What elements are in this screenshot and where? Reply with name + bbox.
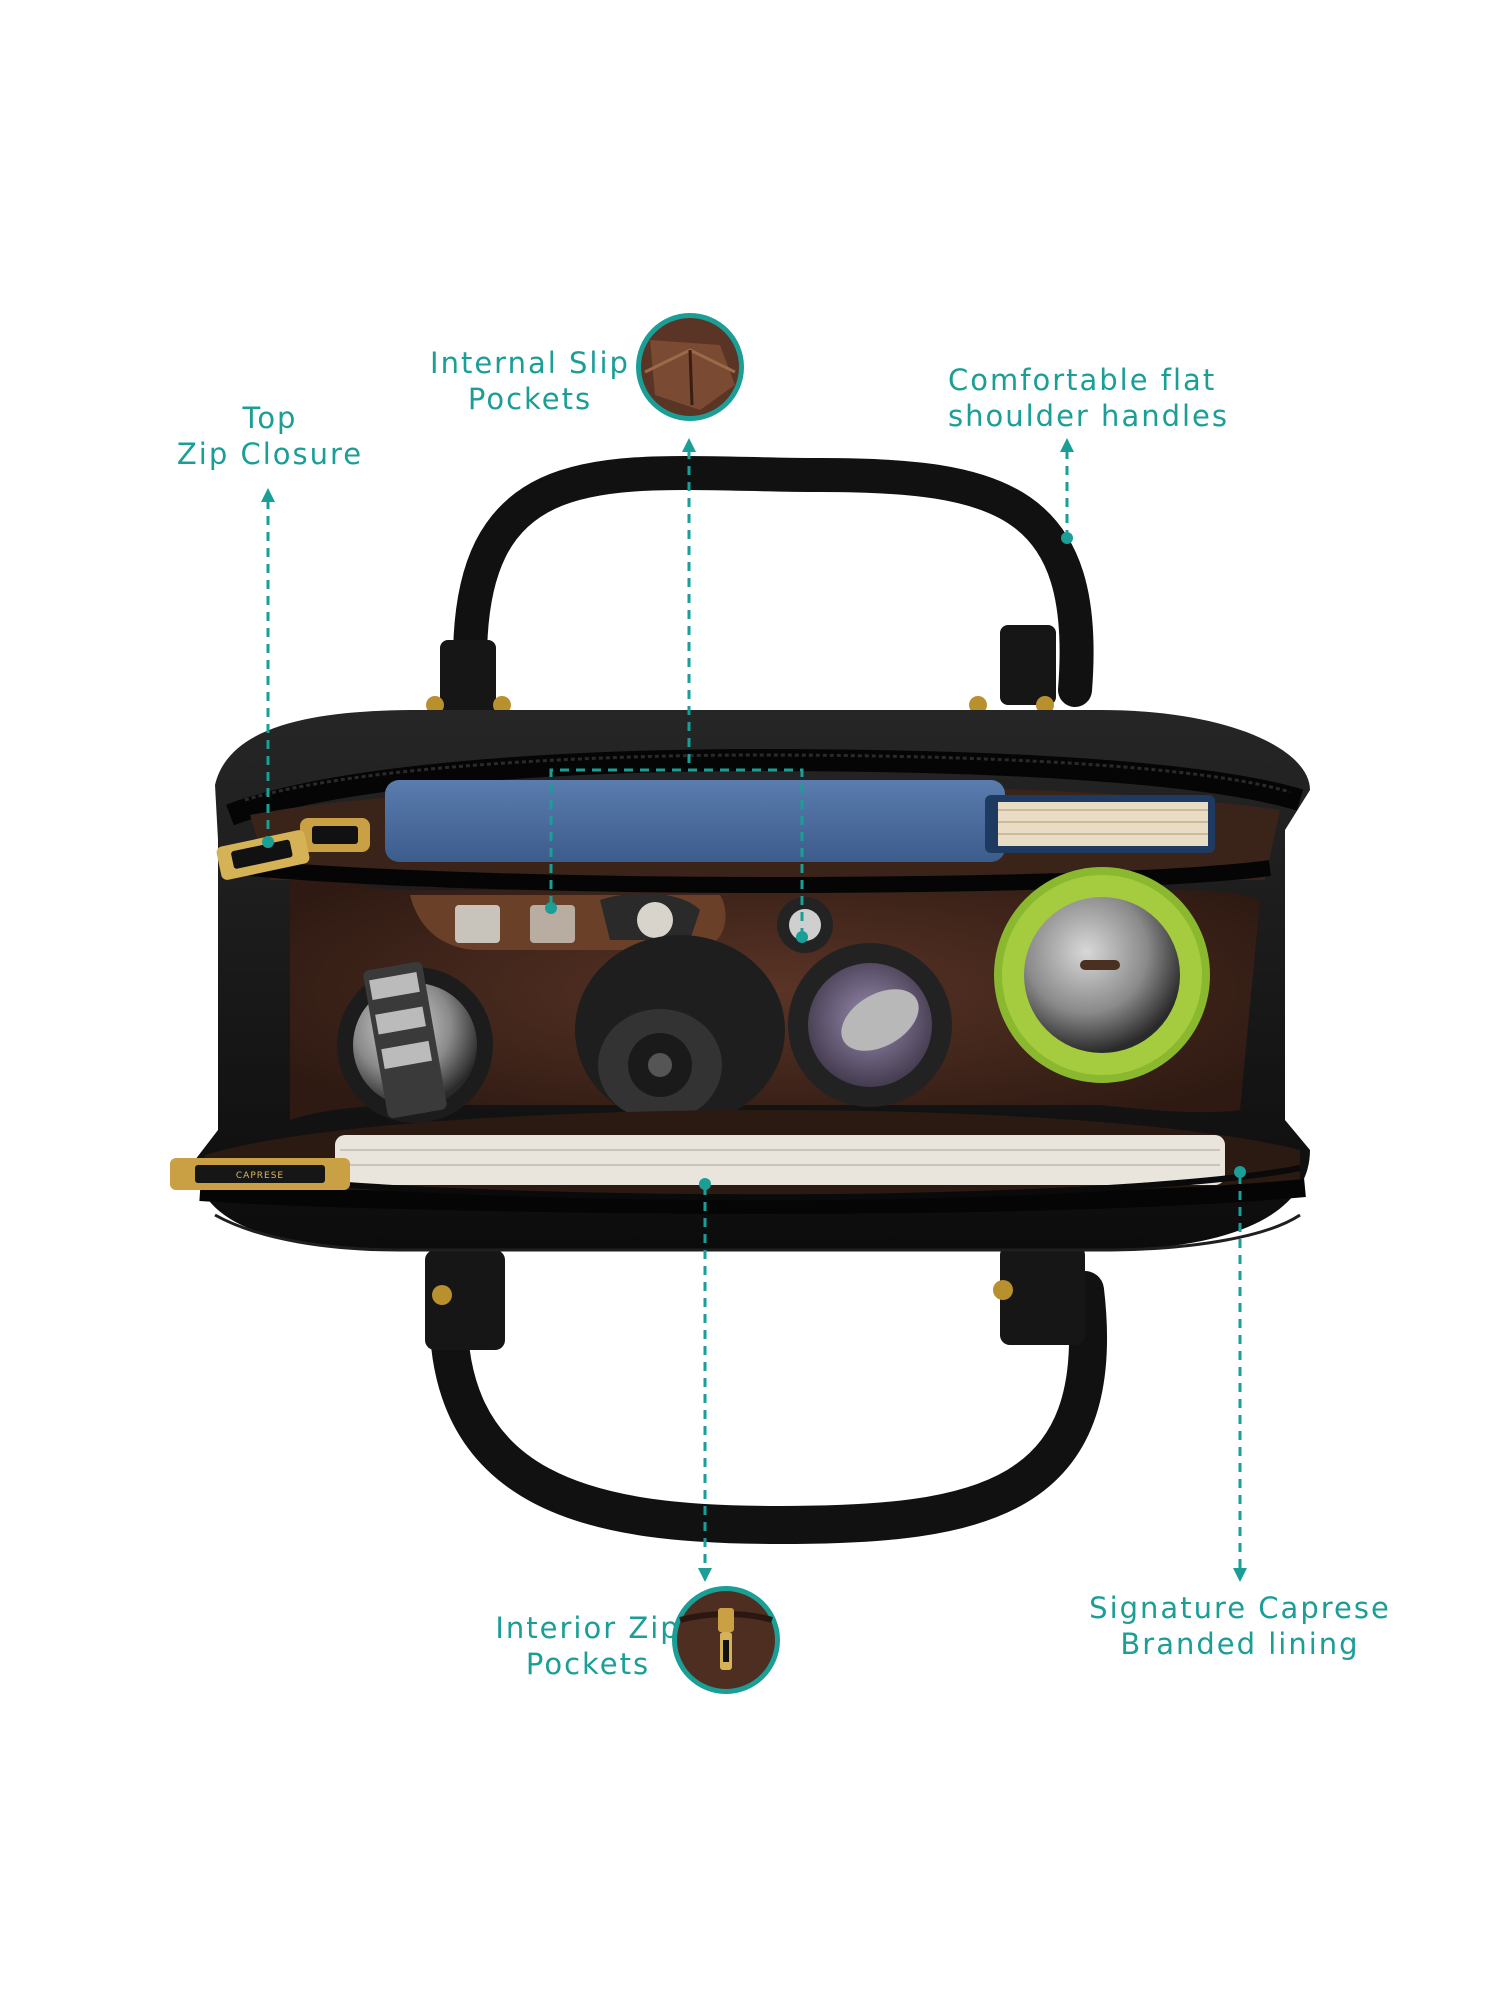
book-blue: [385, 780, 1005, 862]
bottom-handle: [429, 1261, 1108, 1545]
label-handles-line1: Comfortable flat: [948, 363, 1217, 397]
handle-tab-left-bottom: [425, 1250, 505, 1350]
label-top-zip-line1: Top: [242, 401, 298, 435]
label-interior-zip-line1: Interior Zip: [495, 1611, 681, 1645]
label-interior-zip-line2: Pockets: [525, 1647, 651, 1681]
label-internal-slip-line2: Pockets: [467, 382, 593, 416]
thumbnail-internal-slip: [636, 313, 744, 421]
notebook-white: [335, 1135, 1225, 1185]
label-internal-slip-pockets: Internal Slip Pockets: [420, 345, 640, 417]
label-internal-slip-line1: Internal Slip: [430, 346, 630, 380]
purple-jar: [788, 943, 952, 1107]
handle-tab-right-top: [1000, 625, 1056, 705]
label-top-zip-line2: Zip Closure: [176, 437, 364, 471]
label-interior-zip-pockets: Interior Zip Pockets: [478, 1610, 698, 1682]
callout-lines: [266, 450, 1242, 1570]
label-branded-lining: Signature Caprese Branded lining: [1085, 1590, 1395, 1662]
cosmetic-items: [337, 867, 1210, 1125]
label-handles-line2: shoulder handles: [948, 399, 1230, 433]
label-lining-line1: Signature Caprese: [1089, 1591, 1391, 1625]
label-shoulder-handles: Comfortable flat shoulder handles: [948, 362, 1248, 434]
label-lining-line2: Branded lining: [1120, 1627, 1360, 1661]
callout-line-slip-bracket: [549, 768, 804, 935]
top-zipper-pull: [216, 818, 370, 880]
silver-jar: [337, 961, 493, 1123]
label-top-zip-closure: Top Zip Closure: [170, 400, 370, 472]
brand-mark: CAPRESE: [236, 1171, 284, 1181]
bottom-zipper-pull: CAPRESE: [170, 1158, 350, 1190]
handle-tab-right-bottom: [1000, 1245, 1085, 1345]
thumbnail-interior-zip: [672, 1586, 780, 1694]
perfume-bottle: [575, 897, 833, 1125]
top-handle: [453, 455, 1094, 707]
handle-tab-left-top: [440, 640, 496, 715]
green-container: [994, 867, 1210, 1083]
